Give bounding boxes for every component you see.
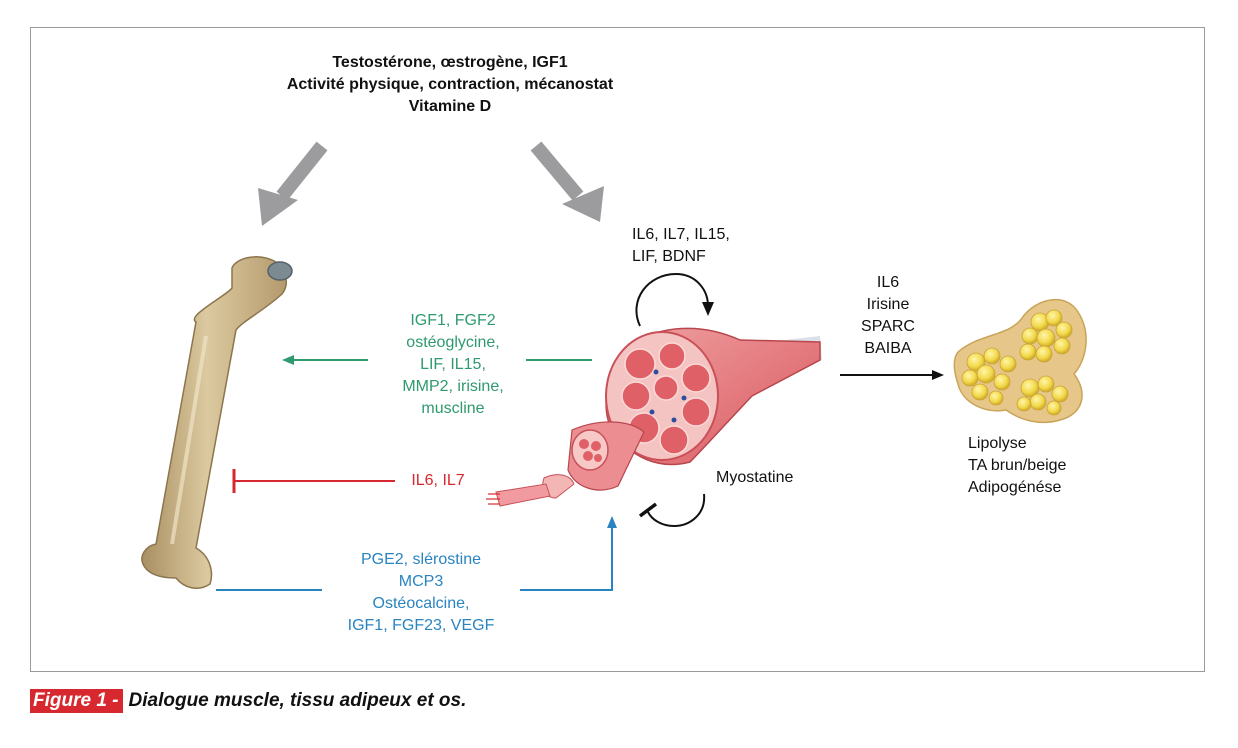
fat-factor-line1: IL6 [876,274,900,291]
blue-arrow-bone-to-muscle [216,516,617,591]
muscle-to-bone-red-label: IL6, IL7 [411,472,465,489]
fat-effects-block: Lipolyse TA brun/beige Adipogénése [968,433,1148,499]
femur-bone-illustration [141,256,293,590]
gray-arrow-to-bone [258,141,328,226]
green-line2: ostéoglycine, [406,334,500,351]
red-inhibition-muscle-to-bone [232,469,395,493]
blue-line3: Ostéocalcine, [372,595,470,612]
muscle-autocrine-block: IL6, IL7, IL15, LIF, BDNF [632,224,792,268]
top-factors-block: Testostérone, œstrogène, IGF1 Activité p… [240,52,660,118]
green-line3: LIF, IL15, [420,356,486,373]
green-arrow-muscle-to-bone [282,355,592,365]
fat-effect-line3: Adipogénése [968,479,1062,496]
black-arrow-muscle-to-fat [840,370,944,380]
green-line5: muscline [421,400,485,417]
muscle-illustration [486,327,822,507]
top-factors-line3: Vitamine D [408,98,492,115]
myostatine-label: Myostatine [716,469,794,486]
fat-factor-line3: SPARC [861,318,915,335]
bone-to-muscle-blue-block: PGE2, slérostine MCP3 Ostéocalcine, IGF1… [322,549,520,637]
muscle-autocrine-line1: IL6, IL7, IL15, [632,226,730,243]
fat-effect-line2: TA brun/beige [968,457,1067,474]
fat-effect-line1: Lipolyse [968,435,1027,452]
figure-frame [30,27,1205,672]
myostatine-inhibition-loop [638,493,706,528]
green-line1: IGF1, FGF2 [410,312,496,329]
muscle-autocrine-line2: LIF, BDNF [632,248,706,265]
autocrine-loop-arrow [635,272,714,327]
fat-factor-line4: BAIBA [864,340,912,357]
blue-line2: MCP3 [398,573,444,590]
muscle-to-fat-block: IL6 Irisine SPARC BAIBA [840,272,936,360]
blue-line4: IGF1, FGF23, VEGF [347,617,495,634]
fat-factor-line2: Irisine [866,296,910,313]
top-factors-line2: Activité physique, contraction, mécanost… [286,76,614,93]
muscle-to-bone-green-block: IGF1, FGF2 ostéoglycine, LIF, IL15, MMP2… [368,310,538,420]
caption-label: Figure 1 - [30,689,123,713]
caption-text: Dialogue muscle, tissu adipeux et os. [128,690,467,711]
blue-line1: PGE2, slérostine [360,551,482,568]
figure-caption: Figure 1 - Dialogue muscle, tissu adipeu… [30,688,466,714]
adipose-tissue-illustration [953,298,1087,424]
top-factors-line1: Testostérone, œstrogène, IGF1 [332,54,568,71]
green-line4: MMP2, irisine, [402,378,504,395]
gray-arrow-to-muscle [530,141,604,222]
